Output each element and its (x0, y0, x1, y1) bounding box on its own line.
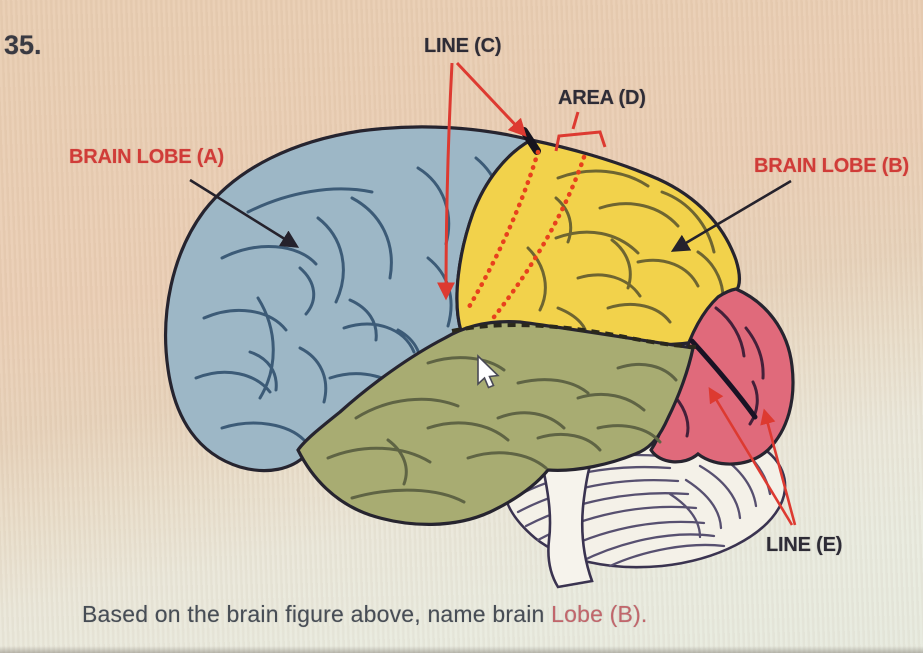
figure-label-brain-lobe-a: BRAIN LOBE (A) (69, 146, 224, 168)
parietal-lobe (455, 138, 741, 347)
line-c-arrow-lower (437, 62, 456, 301)
parietal-gyri (526, 169, 725, 340)
red-dotted-gyri-lines (463, 149, 587, 320)
screen-bottom-edge (0, 646, 923, 653)
brainstem-shape (541, 464, 594, 589)
question-text-highlight: Lobe (B). (551, 601, 648, 627)
line-c-arrow-upper (455, 61, 527, 137)
figure-label-line-e: LINE (E) (766, 534, 843, 556)
parietal-temporal-dashed-boundary (451, 323, 697, 349)
question-text: Based on the brain figure above, name br… (82, 601, 648, 628)
parietal-lobe-shape (455, 138, 741, 347)
occipital-lobe (649, 287, 795, 466)
area-d-bracket (554, 111, 607, 152)
occipital-fissure-line (689, 338, 758, 420)
figure-label-line-c: LINE (C) (424, 35, 502, 57)
lobe-b-pointer-line (670, 179, 792, 252)
temporal-lobe (296, 320, 695, 526)
question-number: 35. (4, 30, 42, 60)
line-e-arrow-right (760, 408, 797, 526)
line-e-arrow-left (708, 386, 794, 526)
mouse-cursor (477, 354, 500, 389)
temporal-lobe-shape (296, 320, 695, 526)
figure-label-area-d: AREA (D) (558, 87, 646, 109)
lobe-a-pointer-line (189, 178, 300, 248)
figure-label-brain-lobe-b: BRAIN LOBE (B) (754, 155, 909, 177)
question-text-prefix: Based on the brain figure above, name br… (82, 601, 552, 627)
red-annotations (437, 61, 797, 526)
occipital-gyri (674, 306, 765, 438)
temporal-gyri (326, 356, 678, 504)
